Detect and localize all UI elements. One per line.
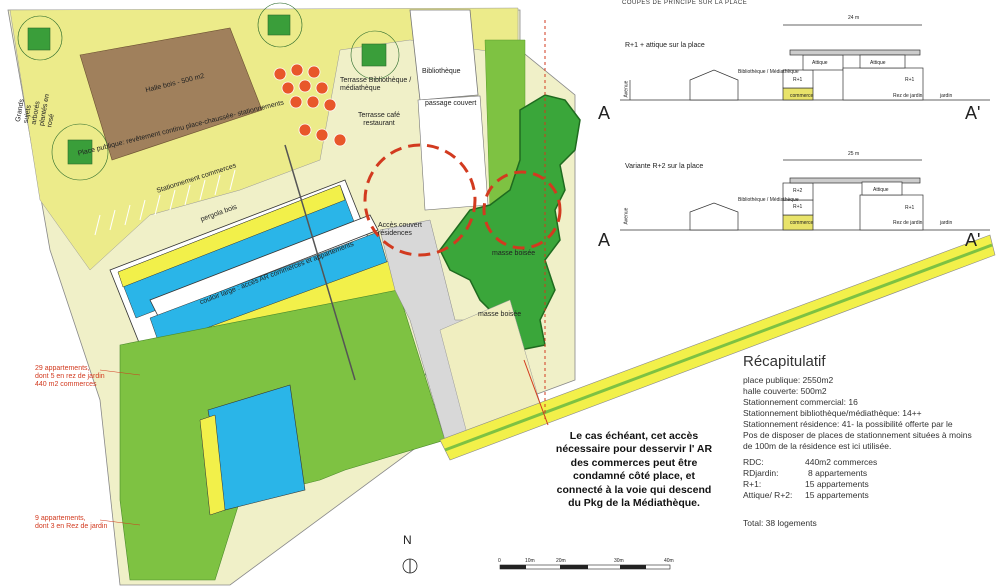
label-bibliotheque: Bibliothèque (422, 68, 461, 75)
label-acces-couvert: Accès couvert résidences (378, 222, 422, 237)
annotation-29-line-1: 29 appartements, (35, 365, 90, 372)
section-1-jardin: jardin (940, 93, 953, 99)
label-masse-boisee-2: masse boisée (478, 311, 522, 318)
annotation-29-line-2: dont 5 en rez de jardin (35, 373, 105, 380)
scale-30: 30m (614, 558, 624, 564)
section-2-attique: Attique (873, 187, 889, 193)
section-cut-line (284, 144, 356, 381)
section-2-dim: 25 m (848, 151, 860, 157)
section-2-A-prime: A' (965, 230, 981, 250)
building-secondary-yellow (199, 414, 226, 516)
recap-rdj-label: RDjardin: (743, 468, 779, 478)
section-1-r1: R+1 (793, 77, 803, 83)
recap-attique-value: 15 appartements (805, 490, 869, 500)
road-centerline (444, 243, 993, 452)
recap-r1-label: R+1: (743, 479, 762, 489)
recap-line-4: Stationnement bibliothèque/médiathèque: … (743, 408, 922, 418)
leader-9 (99, 519, 141, 526)
leader-29 (99, 369, 141, 376)
section-1-avenue: Avenue (623, 80, 630, 98)
corridor-white (149, 214, 379, 317)
section-2-commerce: commerce (790, 220, 814, 226)
red-dashed-circles (363, 143, 562, 257)
halle-bois (79, 27, 263, 161)
recap-r1-value: 15 appartements (805, 479, 869, 489)
terrace-yellow-1 (117, 184, 346, 288)
recap-attique-label: Attique/ R+2: (743, 490, 793, 500)
section-1-rez: Rez de jardin (893, 93, 923, 99)
label-terrasse-bib: Terrasse Bibliothèque / médiathèque (340, 77, 412, 92)
annotation-9-apts: 9 appartements, dont 3 en Rez de jardin (35, 515, 107, 531)
label-grands-sujets: Grands sujets arborés plantés en rosé (14, 93, 56, 128)
section-2 (620, 159, 990, 231)
section-2-r1-b: R+1 (905, 205, 915, 211)
cafe-umbrellas (273, 63, 347, 147)
recap-line-5: Stationnement résidence: 41- la possibil… (743, 419, 953, 429)
recap-line-1: place publique: 2550m2 (743, 375, 834, 385)
recap-line-3: Stationnement commercial: 16 (743, 397, 858, 407)
section-2-r1: R+1 (793, 204, 803, 210)
recap-rdc-label: RDC: (743, 457, 764, 467)
annotation-29-apts: 29 appartements, dont 5 en rez de jardin… (35, 365, 105, 389)
scale-bar (499, 564, 671, 570)
section-1-A: A (598, 103, 611, 123)
annotation-9-line-1: 9 appartements, (35, 515, 86, 522)
scale-10: 10m (525, 558, 535, 564)
parking-stripes (94, 169, 236, 236)
section-2-avenue: Avenue (623, 207, 630, 225)
scale-20: 20m (556, 558, 566, 564)
passage-couvert (417, 95, 489, 211)
annotation-29-line-3: 440 m2 commerces (35, 381, 97, 388)
section-2-jardin: jardin (940, 220, 953, 226)
section-2-rez: Rez de jardin (893, 220, 923, 226)
section-1-title: R+1 + attique sur la place (625, 42, 705, 49)
sections-header: COUPES DE PRINCIPE SUR LA PLACE (622, 0, 748, 6)
section-1-dim: 24 m (848, 15, 860, 21)
section-1-commerce: commerce (790, 93, 814, 99)
section-2-r2: R+2 (793, 188, 803, 194)
recap-rdj-value: 8 appartements (808, 468, 868, 478)
section-2-title: Variante R+2 sur la place (625, 163, 704, 170)
section-1-attique: Attique (812, 60, 828, 66)
recap-title: Récapitulatif (743, 353, 826, 370)
section-1-attique-2: Attique (870, 60, 886, 66)
label-passage: passage couvert (425, 100, 477, 107)
recap-rdc-value: 440m2 commerces (805, 457, 878, 467)
access-note: Le cas échéant, cet accès nécessaire pou… (555, 430, 713, 510)
section-1-A-prime: A' (965, 103, 981, 123)
section-1 (620, 24, 990, 101)
scale-0: 0 (498, 558, 501, 564)
bibliotheque-building (409, 9, 479, 101)
recap-line-6: Pos de disposer de places de stationneme… (743, 430, 972, 440)
note-arrow (523, 359, 549, 426)
north-label: N (403, 533, 412, 547)
recap-line-7: de 100m de la résidence est ici utilisée… (743, 441, 892, 451)
section-2-A: A (598, 230, 611, 250)
section-1-r1-2: R+1 (905, 77, 915, 83)
label-masse-boisee-1: masse boisée (492, 250, 536, 257)
section-2-bib: Bibliothèque / Médiathèque (738, 197, 799, 203)
annotation-9-line-2: dont 3 en Rez de jardin (35, 523, 108, 530)
recap-total: Total: 38 logements (743, 518, 817, 528)
scale-40: 40m (664, 558, 674, 564)
label-terrasse-cafe: Terrasse café restaurant (357, 112, 401, 127)
recap-line-2: halle couverte: 500m2 (743, 386, 827, 396)
section-1-bib: Bibliothèque / Médiathèque (738, 69, 799, 75)
